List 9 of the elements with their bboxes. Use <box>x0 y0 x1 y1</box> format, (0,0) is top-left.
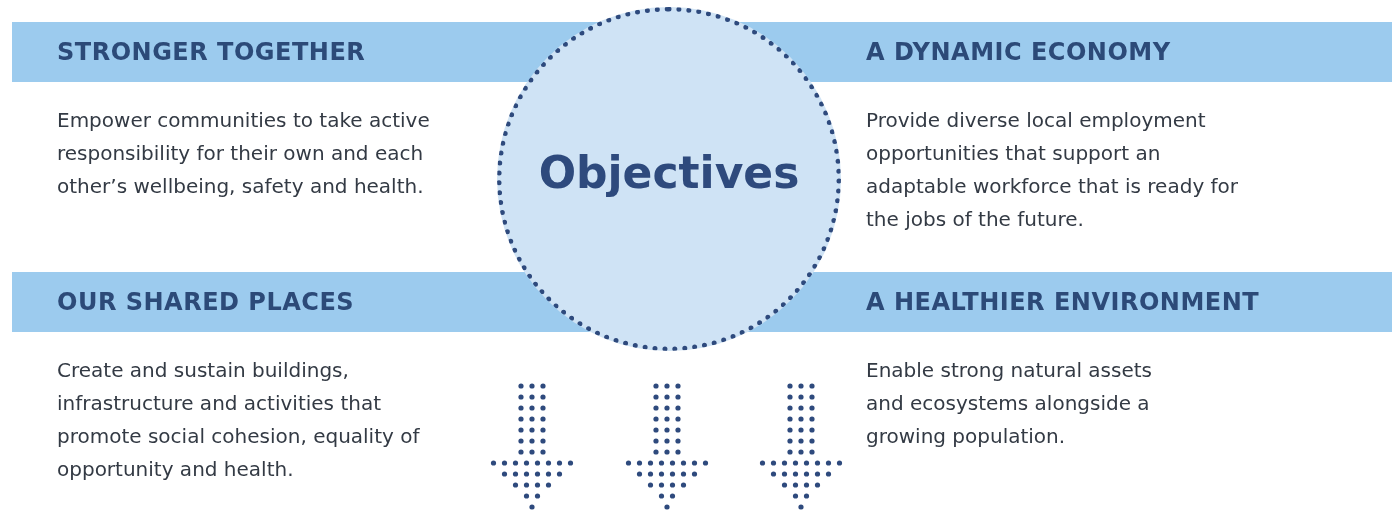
section-heading: A DYNAMIC ECONOMY <box>866 37 1171 68</box>
section-heading: OUR SHARED PLACES <box>57 287 355 318</box>
section-description: Create and sustain buildings, infrastructure and activities that promote social cohesion, equality of opportunity and health. <box>57 357 421 483</box>
circle-title: Objectives <box>537 147 801 198</box>
section-description: Enable strong natural assets and ecosystems alongside a growing population. <box>866 357 1153 450</box>
section-description: Empower communities to take active responsibility for their own and each other’s wellbeing, safety and health. <box>57 107 431 200</box>
section-heading: A HEALTHIER ENVIRONMENT <box>866 287 1260 318</box>
section-heading: STRONGER TOGETHER <box>57 37 366 68</box>
section-description: Provide diverse local employment opportunities that support an adaptable workforce that is ready for the jobs of the future. <box>866 107 1240 233</box>
